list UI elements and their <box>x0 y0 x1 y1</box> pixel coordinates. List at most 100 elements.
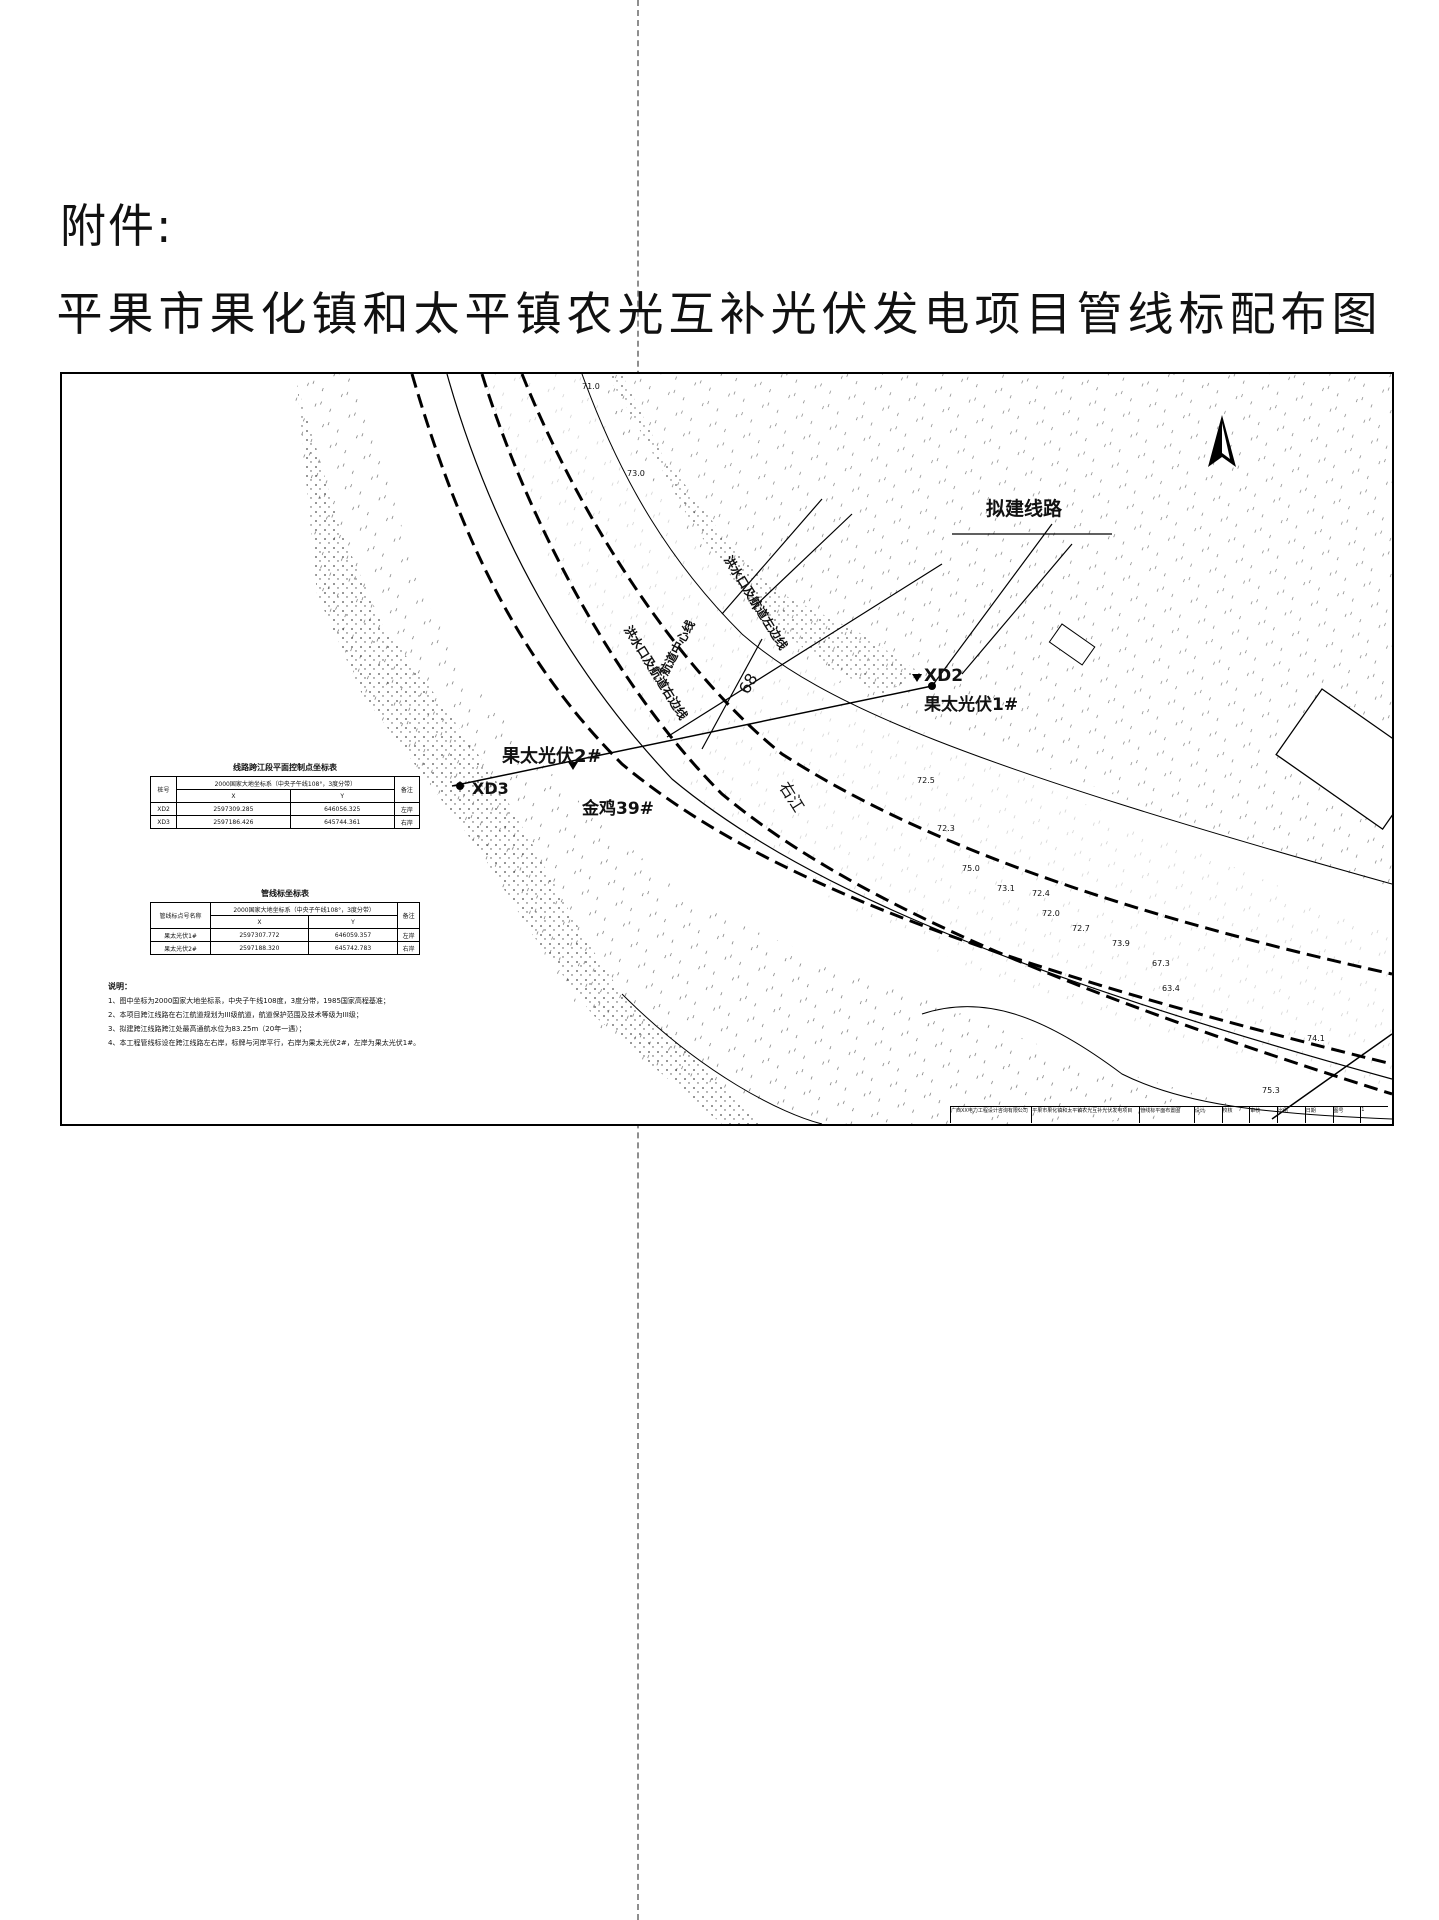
table-cell: 646059.357 <box>307 928 399 942</box>
lower-bank <box>921 1006 1392 1120</box>
table-cell: 2597186.426 <box>176 815 291 829</box>
elevation: 67.3 <box>1152 959 1170 968</box>
pv1-marker <box>912 674 922 682</box>
table-row: XD2 2597309.285 646056.325 左岸 <box>149 802 421 816</box>
river-body <box>482 374 1392 1094</box>
table-header: 备注 <box>397 902 420 929</box>
note-item: 3、拟建跨江线路跨江处最高通航水位为83.25m（20年一遇）； <box>108 1025 306 1033</box>
title-block-cell: 比例 <box>1277 1107 1305 1123</box>
attachment-label: 附件: <box>60 199 174 253</box>
title-block-cell: 设计 <box>1193 1107 1222 1123</box>
title-block-cell: 图号 <box>1332 1107 1361 1123</box>
elevation: 72.5 <box>917 776 935 785</box>
title-block-cell: 日期 <box>1304 1107 1333 1123</box>
map-frame: ᐟ ᐟ ᐟ <box>60 372 1394 1126</box>
lower-contour <box>621 993 823 1124</box>
map-canvas: ᐟ ᐟ ᐟ <box>292 374 1392 1124</box>
elevation: 75.3 <box>1262 1086 1280 1095</box>
pipeline-marker-table: 管线标坐标表 管线标点号名称 2000国家大地坐标系（中央子午线108°，3度分… <box>149 888 420 955</box>
title-block: 广西XX电力工程设计咨询有限公司 平果市果化镇和太平镇农光互补光伏发电项目 管线… <box>950 1106 1388 1123</box>
table-header: X <box>176 789 291 803</box>
pv1-label: 果太光伏1# <box>924 695 1019 715</box>
table-cell: 2597309.285 <box>176 802 291 816</box>
pv2-marker <box>568 762 578 770</box>
title-block-cell: 管线标平面布置图 <box>1139 1107 1194 1123</box>
proposed-line-4 <box>961 543 1073 675</box>
page-title: 平果市果化镇和太平镇农光互补光伏发电项目管线标配布图 <box>56 287 1383 341</box>
bearing-arrow <box>701 638 763 750</box>
table-header: Y <box>289 789 395 803</box>
notes-heading: 说明： <box>108 982 132 991</box>
table-cell: 645744.361 <box>289 815 395 829</box>
title-block-cell: 校核 <box>1221 1107 1250 1123</box>
title-block-cell: 广西XX电力工程设计咨询有限公司 <box>950 1107 1031 1123</box>
title-block-cell: 1 <box>1360 1107 1388 1123</box>
corner-line <box>1271 1033 1392 1120</box>
title-block-cell: 平果市果化镇和太平镇农光互补光伏发电项目 <box>1031 1107 1139 1123</box>
crossing-branch <box>666 563 943 738</box>
proposed-line-3 <box>931 523 1053 687</box>
note-item: 2、本项目跨江线路在右江航道规划为III级航道，航道保护范围及技术等级为III级… <box>108 1011 363 1019</box>
proposed-line-label: 拟建线路 <box>986 498 1063 520</box>
table-caption: 管线标坐标表 <box>261 889 309 898</box>
note-item: 4、本工程管线标设在跨江线路左右岸，标牌与河岸平行，右岸为果太光伏2#，左岸为果… <box>108 1039 421 1047</box>
table-cell: 右岸 <box>393 815 421 829</box>
table-header: 备注 <box>393 776 421 803</box>
table-cell: 右岸 <box>397 941 420 955</box>
table-header: X <box>210 915 309 929</box>
jinji39-label: 金鸡39# <box>582 799 654 819</box>
table-header: 2000国家大地坐标系（中央子午线108°，3度分带） <box>210 902 399 916</box>
elevation: 72.0 <box>1042 909 1060 918</box>
building-small <box>1048 623 1096 666</box>
table-header: 桩号 <box>149 776 178 803</box>
note-item: 1、图中坐标为2000国家大地坐标系，中央子午线108度，3度分带，1985国家… <box>108 997 390 1005</box>
elevation: 73.9 <box>1112 939 1130 948</box>
building <box>1275 688 1392 831</box>
table-cell: 2597307.772 <box>210 928 309 942</box>
notes-block: 说明： 1、图中坐标为2000国家大地坐标系，中央子午线108度，3度分带，19… <box>108 980 568 1050</box>
table-caption: 线路跨江段平面控制点坐标表 <box>233 763 337 772</box>
xd2-marker <box>928 682 936 690</box>
upper-bank-texture <box>607 374 922 694</box>
upper-dashed-line <box>520 374 1392 976</box>
table-header: 管线标点号名称 <box>149 902 212 929</box>
table-cell: 645742.783 <box>307 941 399 955</box>
elevation: 72.4 <box>1032 889 1050 898</box>
title-block-cell: 审核 <box>1249 1107 1277 1123</box>
proposed-line-2 <box>751 513 853 610</box>
table-cell: 左岸 <box>393 802 421 816</box>
pv2-label: 果太光伏2# <box>502 746 602 767</box>
table-cell: 2597188.320 <box>210 941 309 955</box>
elevation: 74.1 <box>1307 1034 1325 1043</box>
table-cell: 果太光伏1# <box>149 928 212 942</box>
table-header: Y <box>307 915 399 929</box>
table-cell: XD3 <box>149 815 178 829</box>
channel-left-line <box>480 374 1392 1096</box>
outer-contour <box>581 374 1392 885</box>
table-header: 2000国家大地坐标系（中央子午线108°，3度分带） <box>176 776 395 790</box>
elevation: 73.0 <box>627 469 645 478</box>
centerline <box>446 374 1392 1080</box>
table-row: 果太光伏1# 2597307.772 646059.357 左岸 <box>149 928 420 942</box>
table-cell: 左岸 <box>397 928 420 942</box>
proposed-line-1 <box>721 498 823 615</box>
upper-terrain <box>362 374 1392 894</box>
crossing-line <box>451 685 933 787</box>
north-arrow-icon <box>1208 415 1236 467</box>
xd3-marker <box>456 782 464 790</box>
elevation: 72.7 <box>1072 924 1090 933</box>
xd2-label: XD2 <box>924 666 964 686</box>
elevation: 71.0 <box>582 382 600 391</box>
elevation: 72.3 <box>937 824 955 833</box>
elevation: 75.0 <box>962 864 980 873</box>
table-row: XD3 2597186.426 645744.361 右岸 <box>149 815 421 829</box>
elevation: 73.1 <box>997 884 1015 893</box>
table-row: 果太光伏2# 2597188.320 645742.783 右岸 <box>149 941 420 955</box>
xd3-label: XD3 <box>472 779 509 798</box>
elevation: 63.4 <box>1162 984 1180 993</box>
control-point-table: 线路跨江段平面控制点坐标表 桩号 2000国家大地坐标系（中央子午线108°，3… <box>149 762 421 829</box>
channel-right-line <box>410 374 1392 1066</box>
table-cell: 果太光伏2# <box>149 941 212 955</box>
table-cell: 646056.325 <box>289 802 395 816</box>
table-cell: XD2 <box>149 802 178 816</box>
